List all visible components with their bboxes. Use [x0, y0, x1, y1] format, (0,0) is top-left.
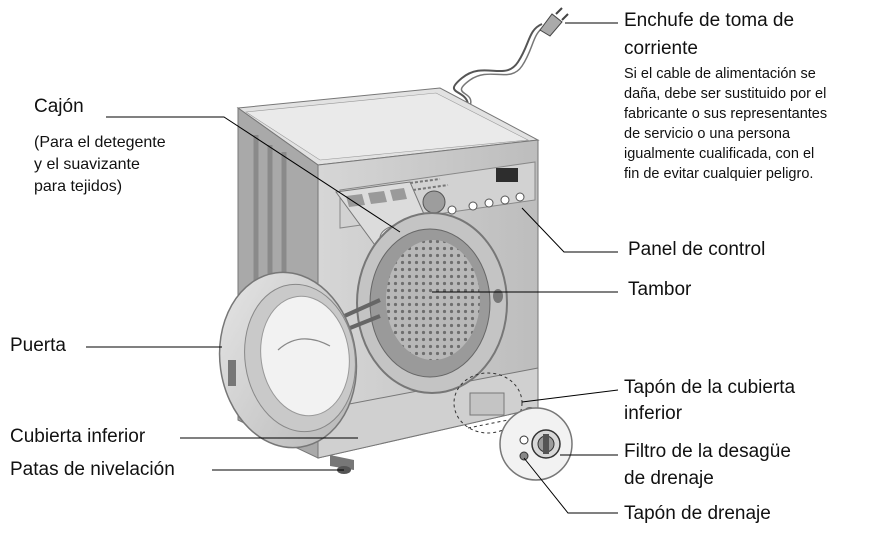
plug-label-line2: corriente [624, 38, 698, 59]
lower-cover-cap-label: Tapón de la cubierta [624, 377, 796, 398]
leader-drawer [106, 116, 401, 233]
leader-drain-plug [523, 457, 618, 514]
drum-label: Tambor [628, 279, 692, 300]
drain-filter-zoom [453, 372, 573, 481]
door-graphic [218, 271, 381, 449]
drain-filter-label-line2: de drenaje [624, 468, 714, 489]
plug-label: Enchufe de toma de [624, 10, 795, 31]
power-plug [453, 7, 569, 109]
drawer-label: Cajón [34, 96, 84, 117]
drawer-note-line2: y el suavizante [34, 156, 140, 173]
leader-control-panel [521, 207, 618, 253]
drain-filter-label: Filtro de la desagüe [624, 441, 791, 462]
leveling-feet-label: Patas de nivelación [10, 459, 175, 480]
drain-plug-label: Tapón de drenaje [624, 503, 771, 524]
plug-note-line5: igualmente cualificada, con el [624, 146, 815, 162]
lower-cover-label: Cubierta inferior [10, 426, 146, 447]
leader-lower-cover-cap [521, 389, 619, 403]
door-label: Puerta [10, 335, 66, 356]
drawer-note-line1: (Para el detegente [34, 134, 166, 151]
plug-note-line6: fin de evitar cualquier peligro. [624, 166, 814, 182]
plug-note-line1: Si el cable de alimentación se [624, 66, 816, 82]
plug-note-line4: de servicio o una persona [624, 126, 791, 142]
plug-note-line3: fabricante o sus representantes [624, 106, 828, 122]
drawer-note-line3: para tejidos) [34, 178, 123, 195]
plug-note-line2: daña, debe ser sustituido por el [624, 86, 827, 102]
lower-cover-cap-label-line2: inferior [624, 403, 683, 424]
drum-graphic [356, 212, 508, 394]
control-panel-label: Panel de control [628, 239, 766, 260]
leader-lines [86, 22, 619, 514]
